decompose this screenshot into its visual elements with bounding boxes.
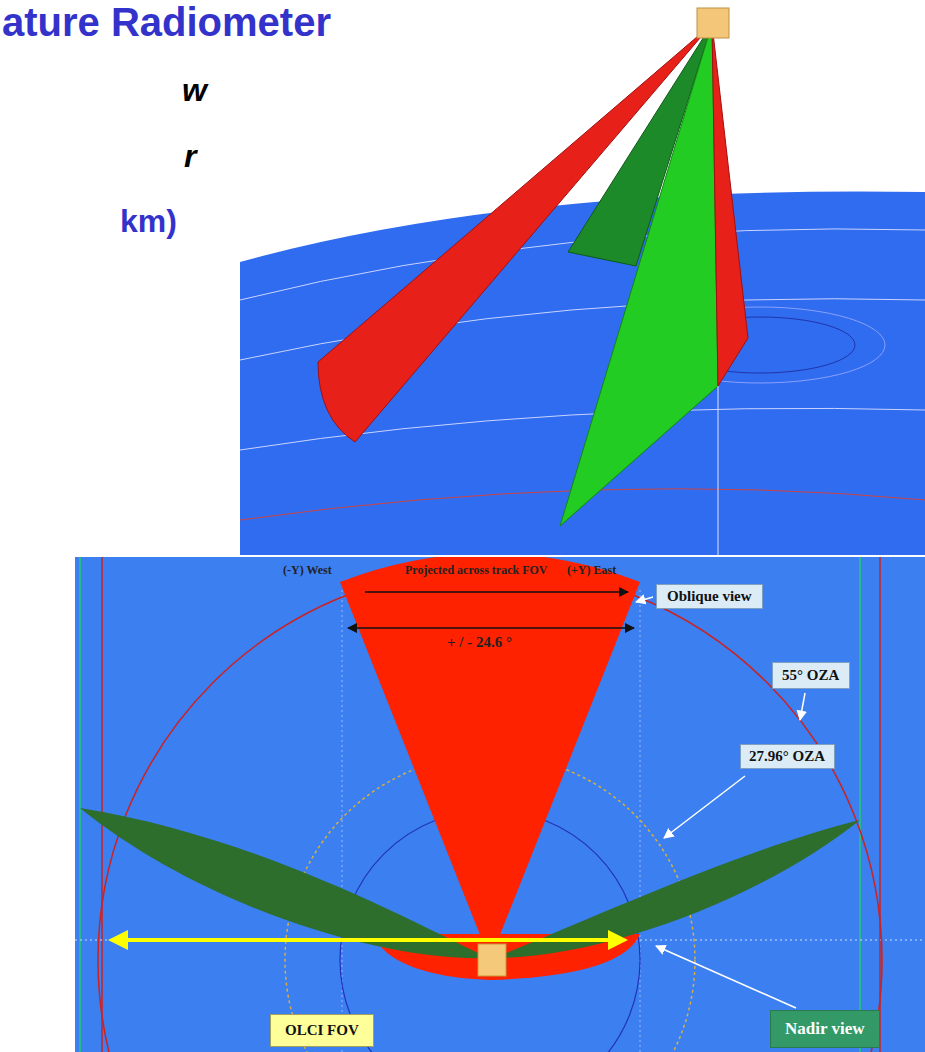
guide-line bbox=[75, 940, 925, 941]
fov-angle-arrow bbox=[348, 627, 634, 629]
olci-fov-arrow bbox=[112, 938, 624, 942]
bullet-text: w bbox=[182, 72, 207, 109]
box-text: Oblique view bbox=[667, 588, 752, 605]
callout-box: Nadir view bbox=[770, 1010, 880, 1048]
swath-edge-line bbox=[859, 557, 861, 1052]
nadir-line bbox=[718, 386, 719, 555]
instrument-label: OLCI FOV bbox=[270, 1014, 374, 1047]
satellite-icon bbox=[697, 8, 729, 38]
callout-box: Oblique view bbox=[656, 584, 763, 609]
oblique-fov bbox=[340, 557, 640, 960]
axis-label: Projected across track FOV bbox=[405, 563, 548, 578]
slide-title: ature Radiometer bbox=[2, 0, 331, 45]
nadir-fov-east bbox=[494, 820, 860, 958]
swath-3d-view bbox=[240, 8, 925, 555]
swath-edge-line bbox=[879, 557, 881, 1052]
nadir-swath bbox=[560, 24, 718, 526]
leader-line bbox=[664, 776, 745, 838]
leader-line bbox=[656, 946, 796, 1008]
nadir-fov-west bbox=[80, 808, 488, 958]
box-text: 27.96° OZA bbox=[749, 748, 826, 765]
box-text: OLCI FOV bbox=[285, 1022, 359, 1039]
box-text: 55° OZA bbox=[782, 667, 840, 684]
callout-box: 27.96° OZA bbox=[740, 744, 835, 769]
swath-edge-line bbox=[79, 557, 81, 1052]
across-track-arrow bbox=[365, 591, 628, 593]
bullet-text: km) bbox=[120, 203, 177, 240]
leader-line bbox=[800, 693, 805, 720]
leader-line bbox=[636, 597, 653, 602]
projected-fov-view bbox=[75, 557, 925, 1052]
axis-label: (-Y) West bbox=[283, 563, 332, 578]
angle-label: + / - 24.6 ° bbox=[447, 634, 512, 651]
oblique-swath-edge bbox=[712, 24, 748, 386]
callout-box: 55° OZA bbox=[772, 662, 850, 689]
bullet-text: r bbox=[184, 138, 196, 175]
axis-label: (+Y) East bbox=[567, 563, 616, 578]
sub-satellite-point bbox=[478, 944, 506, 976]
box-text: Nadir view bbox=[785, 1019, 865, 1039]
swath-edge-line bbox=[101, 557, 103, 1052]
